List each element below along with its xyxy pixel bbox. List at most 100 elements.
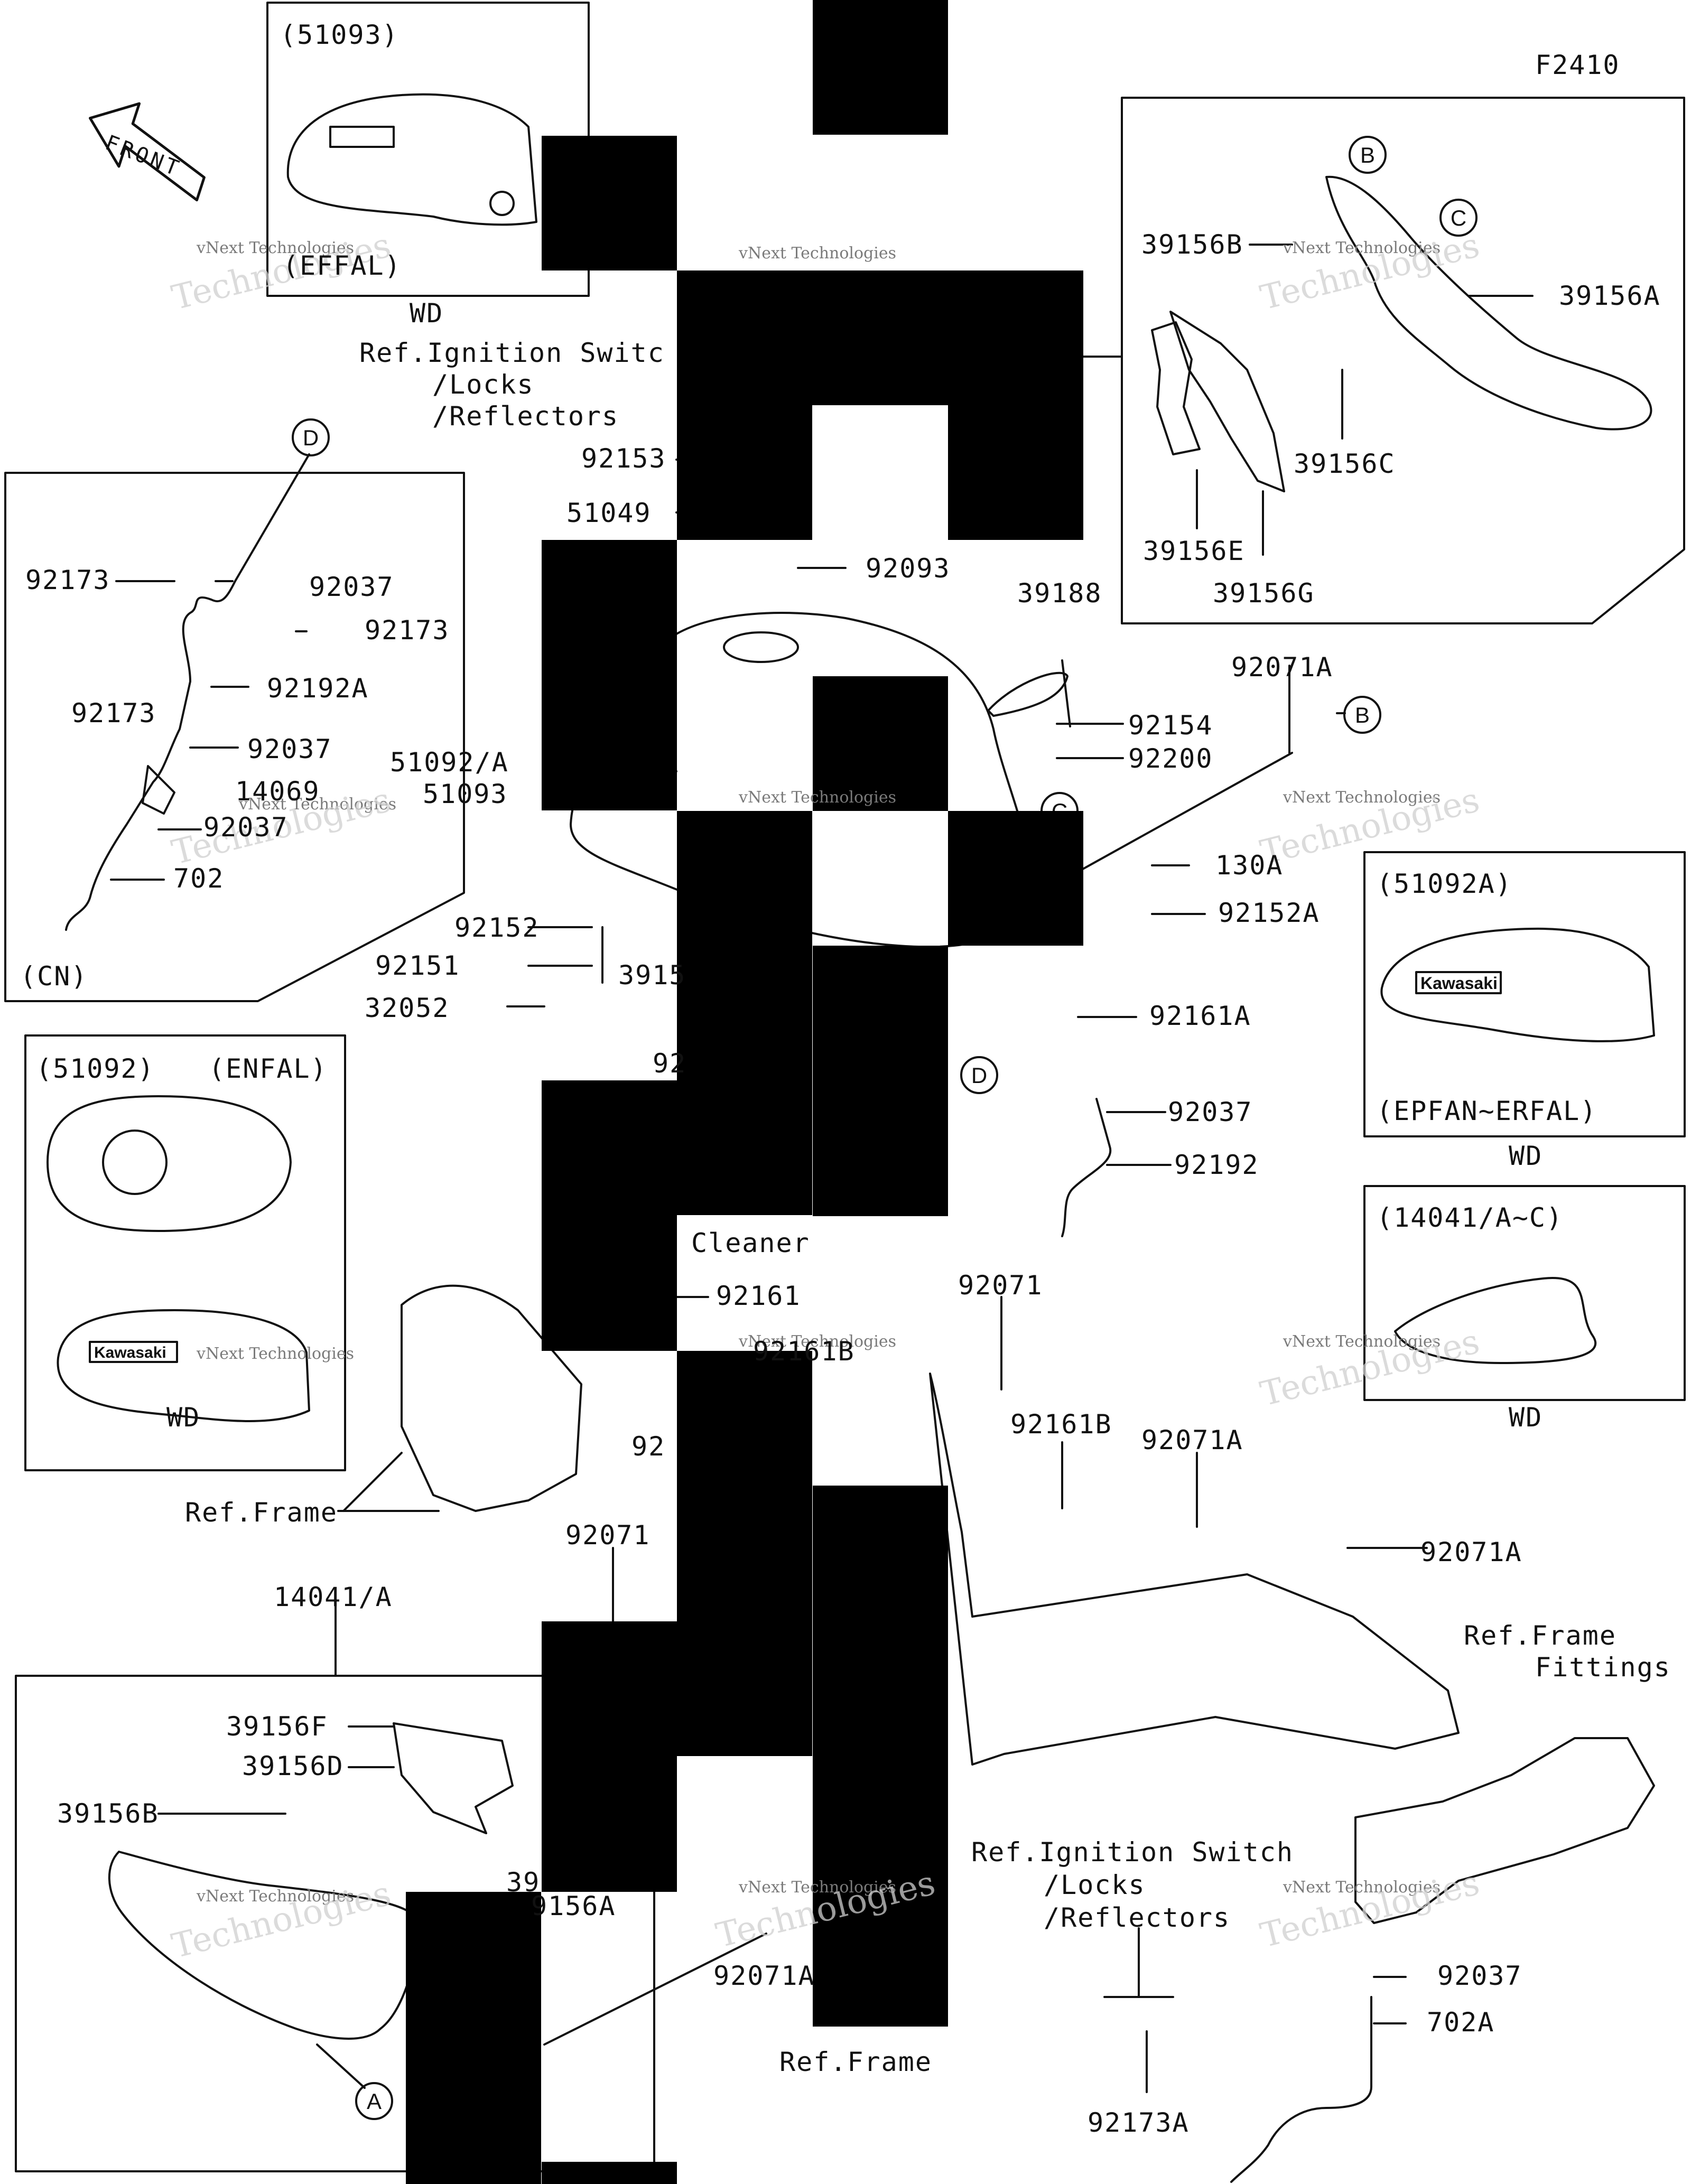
redaction-block bbox=[542, 1621, 677, 1892]
callout-b-top-label: B bbox=[1360, 143, 1375, 167]
redaction-block bbox=[542, 2162, 677, 2184]
label-51092-box: (51092) bbox=[36, 1053, 155, 1084]
tank-51093-cap bbox=[489, 191, 515, 216]
label-51092a-variant: (EPFAN~ERFAL) bbox=[1377, 1096, 1597, 1126]
label-51093-box: (51093) bbox=[280, 20, 399, 50]
inset-emblem-box bbox=[1121, 97, 1685, 624]
watermark-line: vNext Technologies bbox=[1283, 1332, 1441, 1351]
fuel-hose-cn bbox=[65, 453, 310, 931]
part-39156d: 39156D bbox=[242, 1751, 344, 1781]
ref-ignition-1b: /Locks bbox=[432, 369, 534, 400]
part-39188: 39188 bbox=[1017, 578, 1102, 609]
part-92071a-1: 92071A bbox=[1231, 652, 1333, 683]
redaction-block bbox=[677, 1621, 812, 1756]
fuel-hose-92192 bbox=[1061, 1098, 1112, 1237]
knee-pad-39188 bbox=[987, 671, 1069, 717]
label-51092-variant: (ENFAL) bbox=[209, 1053, 328, 1084]
part-130a: 130A bbox=[1215, 850, 1284, 881]
tank-51092-emblem bbox=[89, 1341, 178, 1363]
ref-ignition-2b: /Locks bbox=[1044, 1870, 1146, 1900]
ref-ignition-2c: /Reflectors bbox=[1044, 1902, 1231, 1933]
part-92152: 92152 bbox=[454, 912, 540, 943]
part-39156b-2: 39156B bbox=[57, 1798, 159, 1829]
watermark-line: vNext Technologies bbox=[1283, 239, 1441, 257]
tank-51092-side bbox=[57, 1309, 310, 1422]
label-wd-2: WD bbox=[1509, 1141, 1543, 1171]
part-92161: 92161 bbox=[716, 1281, 801, 1311]
sticker-39156d bbox=[393, 1722, 514, 1834]
front-arrow bbox=[89, 102, 206, 202]
redaction-block bbox=[406, 1892, 541, 2184]
fender-39156 bbox=[1325, 175, 1652, 431]
part-39156g: 39156G bbox=[1213, 578, 1315, 609]
ref-frame-1: Ref.Frame bbox=[185, 1497, 338, 1528]
callout-d-top-label: D bbox=[303, 425, 319, 450]
sticker-39156e bbox=[1151, 321, 1201, 455]
tank-51092-cap bbox=[102, 1130, 168, 1195]
callout-b-right-label: B bbox=[1355, 703, 1370, 727]
label-51092a-box: (51092A) bbox=[1377, 869, 1512, 899]
redaction-block bbox=[813, 1486, 948, 1756]
part-92152a: 92152A bbox=[1218, 898, 1320, 928]
tank-51092a-emblem bbox=[1415, 971, 1502, 994]
watermark-line: vNext Technologies bbox=[739, 1878, 897, 1897]
ref-ignition-1a: Ref.Ignition Switc bbox=[359, 338, 665, 368]
redaction-block bbox=[813, 1756, 948, 2027]
part-92200: 92200 bbox=[1128, 743, 1213, 774]
part-92161a: 92161A bbox=[1149, 1001, 1251, 1031]
part-92161b-1: 92161B bbox=[753, 1336, 855, 1367]
part-92071a-3: 92071A bbox=[1420, 1537, 1522, 1567]
part-92071a-2: 92071A bbox=[1141, 1425, 1243, 1455]
part-51049: 51049 bbox=[566, 498, 652, 528]
inset-51092-box bbox=[24, 1034, 346, 1471]
decal-kawasaki-51092a: Kawasaki bbox=[1420, 974, 1498, 993]
ref-frame-fittings-b: Fittings bbox=[1535, 1652, 1671, 1683]
frame-front bbox=[401, 1284, 582, 1512]
redaction-block bbox=[677, 1080, 812, 1215]
breather-hose-702a bbox=[1230, 1996, 1372, 2183]
watermark-line: vNext Technologies bbox=[1283, 1878, 1441, 1897]
redaction-block bbox=[677, 405, 812, 540]
side-cover-14041a bbox=[108, 1851, 419, 2040]
part-51092a: 51092/A bbox=[390, 747, 509, 778]
part-92153: 92153 bbox=[581, 443, 666, 474]
callout-d-mid-label: D bbox=[971, 1063, 987, 1088]
redaction-block bbox=[948, 811, 1083, 946]
part-3915-partial: 3915 bbox=[618, 960, 686, 991]
part-702a: 702A bbox=[1427, 2007, 1495, 2038]
part-92173-2: 92173 bbox=[365, 615, 450, 646]
figure-code: F2410 bbox=[1535, 50, 1620, 80]
callout-d-mid bbox=[960, 1056, 998, 1094]
part-92093: 92093 bbox=[866, 553, 951, 584]
part-14041a: 14041/A bbox=[274, 1582, 393, 1612]
part-39156e: 39156E bbox=[1143, 536, 1245, 566]
callout-c-top bbox=[1439, 199, 1478, 237]
part-92037-1: 92037 bbox=[309, 572, 394, 602]
part-14069: 14069 bbox=[235, 776, 320, 807]
part-39-partial: 39 bbox=[506, 1867, 541, 1898]
part-92151: 92151 bbox=[375, 950, 460, 981]
part-92071-2: 92071 bbox=[565, 1520, 651, 1551]
part-92154: 92154 bbox=[1128, 710, 1213, 741]
inset-51092a-box bbox=[1363, 851, 1686, 1137]
side-cover-14041 bbox=[1394, 1277, 1597, 1364]
redaction-block bbox=[542, 540, 677, 810]
undertray bbox=[1354, 1737, 1655, 1924]
redaction-block bbox=[542, 1080, 677, 1351]
label-14041-box: (14041/A~C) bbox=[1377, 1202, 1564, 1233]
redaction-block bbox=[948, 405, 1083, 540]
part-32052: 32052 bbox=[365, 993, 450, 1023]
part-39156f: 39156F bbox=[226, 1711, 328, 1742]
tank-51093-emblem bbox=[329, 126, 395, 148]
part-39156c: 39156C bbox=[1294, 449, 1396, 479]
tank-51093 bbox=[286, 93, 537, 226]
part-39156a-1: 39156A bbox=[1559, 281, 1661, 311]
part-92161b-2: 92161B bbox=[1010, 1409, 1112, 1440]
redaction-block bbox=[542, 136, 677, 270]
part-92071a-4: 92071A bbox=[713, 1961, 815, 1991]
inset-cn-box bbox=[4, 472, 465, 1002]
part-92173-3: 92173 bbox=[71, 698, 156, 729]
frame-main bbox=[929, 1373, 1460, 1766]
label-wd-3: WD bbox=[1509, 1402, 1543, 1433]
